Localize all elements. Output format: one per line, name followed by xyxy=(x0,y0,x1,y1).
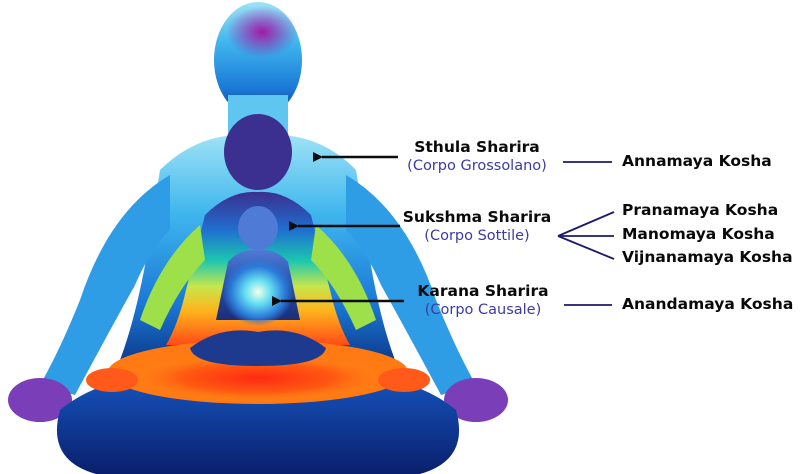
kosha-anandamaya: Anandamaya Kosha xyxy=(622,295,793,313)
sthula-name: Sthula Sharira xyxy=(392,138,562,156)
karana-subtitle: (Corpo Causale) xyxy=(402,302,564,318)
kosha-annamaya: Annamaya Kosha xyxy=(622,152,772,170)
sukshma-name: Sukshma Sharira xyxy=(396,208,558,226)
karana-label: Karana Sharira (Corpo Causale) xyxy=(402,282,564,318)
sthula-label: Sthula Sharira (Corpo Grossolano) xyxy=(392,138,562,174)
sukshma-subtitle: (Corpo Sottile) xyxy=(396,228,558,244)
line-pranamaya xyxy=(558,212,614,236)
line-vijnanamaya xyxy=(558,236,614,259)
karana-name: Karana Sharira xyxy=(402,282,564,300)
kosha-vijnanamaya: Vijnanamaya Kosha xyxy=(622,248,793,266)
kosha-manomaya: Manomaya Kosha xyxy=(622,225,775,243)
sukshma-label: Sukshma Sharira (Corpo Sottile) xyxy=(396,208,558,244)
kosha-pranamaya: Pranamaya Kosha xyxy=(622,201,778,219)
sthula-subtitle: (Corpo Grossolano) xyxy=(392,158,562,174)
